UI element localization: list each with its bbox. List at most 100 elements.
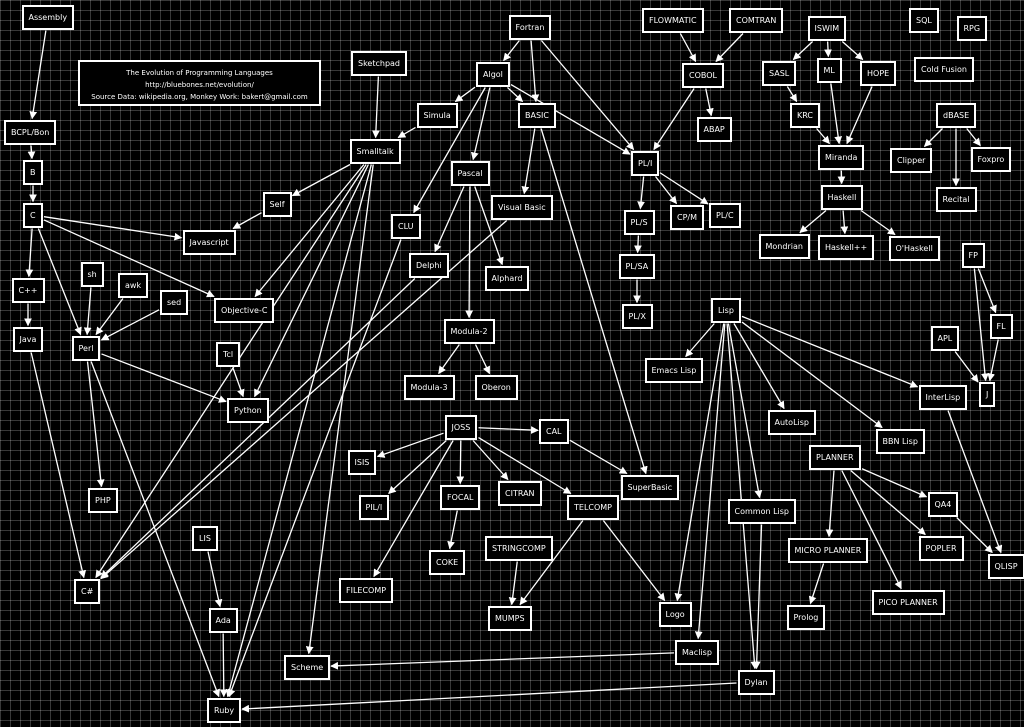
edge-tcl-to-python [232, 367, 245, 398]
edge-pli-to-pls [637, 176, 645, 210]
node-planner: PLANNER [809, 444, 861, 470]
edge-perl-to-ruby [90, 361, 220, 698]
edge-pascal-to-alphard [474, 186, 504, 266]
node-simula: Simula [416, 102, 458, 128]
node-prolog: Prolog [786, 604, 826, 630]
edge-lisp-to-emacslisp [685, 323, 715, 358]
edge-joss-to-telcomp [478, 437, 572, 495]
node-fp: FP [961, 242, 985, 268]
edge-algol-to-pli [510, 83, 631, 155]
node-java: Java [12, 326, 44, 352]
edge-algol-to-simula [454, 86, 476, 103]
edge-commonlisp-to-dylan [752, 524, 763, 670]
edge-iswim-to-hope [841, 41, 864, 61]
edge-microplanner-to-prolog [808, 563, 825, 605]
node-clu: CLU [391, 213, 421, 239]
node-b: B [23, 159, 43, 185]
node-apl: APL [930, 325, 960, 351]
node-plsa: PL/SA [618, 253, 656, 279]
edge-assembly-to-bcpl [29, 30, 47, 120]
edge-joss-to-focal [456, 440, 465, 485]
node-popler: POPLER [918, 535, 964, 561]
edge-lisp-to-logo [674, 323, 725, 602]
edge-interlisp-to-qlisp [947, 410, 1003, 554]
edge-cobol-to-pli [653, 88, 695, 151]
node-alphard: Alphard [484, 265, 530, 291]
node-sed: sed [160, 289, 189, 315]
edge-hope-to-miranda [846, 86, 873, 145]
node-delphi: Delphi [409, 252, 449, 278]
edge-sh-to-perl [83, 287, 92, 336]
edge-joss-to-pli2 [388, 440, 447, 495]
node-sql: SQL [909, 7, 939, 33]
node-modula3: Modula-3 [403, 374, 455, 400]
edge-pascal-to-delphi [434, 186, 465, 253]
edge-smalltalk-to-csharp [95, 164, 367, 579]
node-emacslisp: Emacs Lisp [644, 357, 704, 383]
edge-c-to-perl [37, 228, 82, 336]
node-dbase: dBASE [936, 102, 977, 128]
edge-haskell-to-ohaskell [860, 209, 896, 236]
node-fl: FL [989, 313, 1013, 339]
node-sketchpad: Sketchpad [351, 50, 408, 76]
node-foxpro: Foxpro [970, 146, 1012, 172]
node-cpp: C++ [11, 277, 45, 303]
edge-iswim-to-sasl [792, 41, 814, 61]
node-maclisp: Maclisp [675, 639, 719, 665]
edge-sketchpad-to-smalltalk [372, 76, 380, 139]
node-oberon: Oberon [474, 374, 518, 400]
edge-algol-to-basic [507, 87, 524, 103]
edge-sed-to-perl [100, 309, 160, 341]
edge-simula-to-smalltalk [397, 126, 416, 139]
edge-fortran-to-algol [503, 40, 520, 62]
edge-haskell-to-haskellpp [840, 210, 849, 235]
edge-basic-to-visualbasic [521, 128, 536, 195]
node-fortran: Fortran [508, 14, 552, 40]
node-commonlisp: Common Lisp [727, 498, 796, 524]
edge-c-to-cpp [25, 228, 34, 278]
edge-iswim-to-ml [824, 41, 832, 58]
edge-stringcomp-to-mumps [508, 561, 518, 606]
node-csharp: C# [74, 578, 101, 604]
edge-fp-to-j [973, 268, 989, 382]
edge-lisp-to-interlisp [741, 315, 919, 388]
node-cobol: COBOL [682, 62, 724, 88]
node-sh: sh [80, 261, 104, 287]
edge-dbase-to-foxpro [966, 128, 981, 147]
node-sasl: SASL [762, 60, 797, 86]
node-krc: KRC [790, 102, 820, 128]
node-ml: ML [816, 57, 842, 83]
edge-planner-to-popler [850, 470, 926, 536]
node-telcomp: TELCOMP [567, 494, 620, 520]
node-coke: COKE [429, 549, 466, 575]
edge-lisp-to-dylan [726, 323, 759, 670]
edge-self-to-javascript [232, 212, 262, 230]
node-clipper: Clipper [890, 147, 933, 173]
edge-basic-to-superbasic [540, 128, 648, 475]
title-line-1: The Evolution of Programming Languages [126, 69, 273, 77]
node-autolisp: AutoLisp [767, 409, 816, 435]
edge-awk-to-perl [95, 298, 124, 336]
node-haskell: Haskell [820, 184, 864, 210]
node-pli: PL/I [631, 150, 660, 176]
edge-telcomp-to-mumps [519, 520, 584, 606]
node-cpm: CP/M [670, 204, 705, 230]
node-j: J [979, 381, 996, 407]
node-miranda: Miranda [818, 144, 865, 170]
edge-ada-to-ruby [219, 633, 228, 698]
node-dylan: Dylan [737, 669, 775, 695]
node-logo: Logo [658, 601, 692, 627]
edge-qa4-to-qlisp [956, 517, 993, 554]
edge-smalltalk-to-scheme [305, 164, 374, 655]
node-stringcomp: STRINGCOMP [485, 535, 553, 561]
node-rpg: RPG [956, 15, 988, 41]
edge-pli-to-cpm [654, 176, 678, 205]
edge-algol-to-clu [413, 87, 486, 214]
node-lis: LIS [192, 525, 218, 551]
edge-sasl-to-krc [786, 86, 798, 103]
edge-lisp-to-maclisp [694, 323, 726, 640]
edge-c-to-objc [43, 219, 215, 298]
edge-lisp-to-bbnlisp [741, 321, 883, 429]
node-algol: Algol [476, 61, 510, 87]
